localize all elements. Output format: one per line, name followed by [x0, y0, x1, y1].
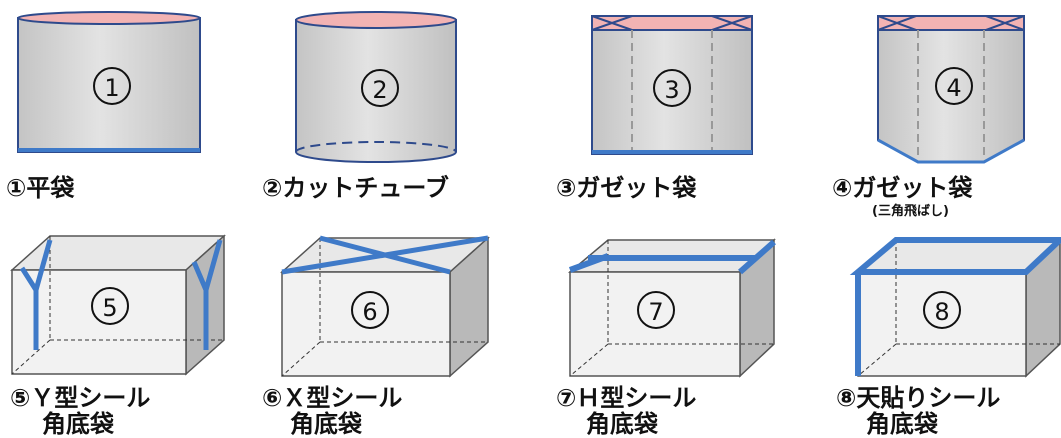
caption-cut-tube: ②カットチューブ: [262, 174, 449, 202]
cut-tube-figure: 2: [295, 11, 457, 163]
caption-h-seal-line2: 角底袋: [586, 410, 658, 438]
caption-gusset-bag-triangle: ④ガゼット袋: [832, 174, 973, 202]
x-seal-box-figure: 6: [280, 235, 490, 378]
caption-flat-bag: ①平袋: [6, 174, 75, 202]
gusset-bag-figure: 3: [591, 15, 753, 155]
svg-text:2: 2: [372, 76, 387, 104]
caption-top-seal-line1: ⑧天貼りシール: [836, 384, 1001, 412]
gusset-bag-triangle-figure: 4: [877, 15, 1025, 164]
y-seal-box-figure: 5: [10, 234, 226, 376]
caption-y-seal-line2: 角底袋: [42, 410, 114, 438]
caption-gusset-bag: ③ガゼット袋: [556, 174, 697, 202]
svg-text:1: 1: [104, 74, 119, 102]
caption-x-seal-line1: ⑥Ｘ型シール: [262, 384, 403, 412]
h-seal-box-figure: 7: [567, 238, 776, 378]
caption-y-seal-line1: ⑤Ｙ型シール: [10, 384, 151, 412]
svg-text:5: 5: [102, 294, 117, 322]
caption-h-seal-line1: ⑦Ｈ型シール: [556, 384, 697, 412]
caption-top-seal-line2: 角底袋: [866, 410, 938, 438]
svg-text:3: 3: [664, 76, 679, 104]
caption-gusset-bag-triangle-sub: (三角飛ばし): [872, 204, 949, 219]
svg-text:4: 4: [946, 74, 961, 102]
svg-text:6: 6: [362, 298, 377, 326]
svg-text:8: 8: [934, 298, 949, 326]
top-seal-box-figure: 8: [849, 237, 1061, 378]
svg-text:7: 7: [648, 298, 663, 326]
caption-x-seal-line2: 角底袋: [290, 410, 362, 438]
flat-bag-figure: ① 1: [17, 11, 201, 153]
